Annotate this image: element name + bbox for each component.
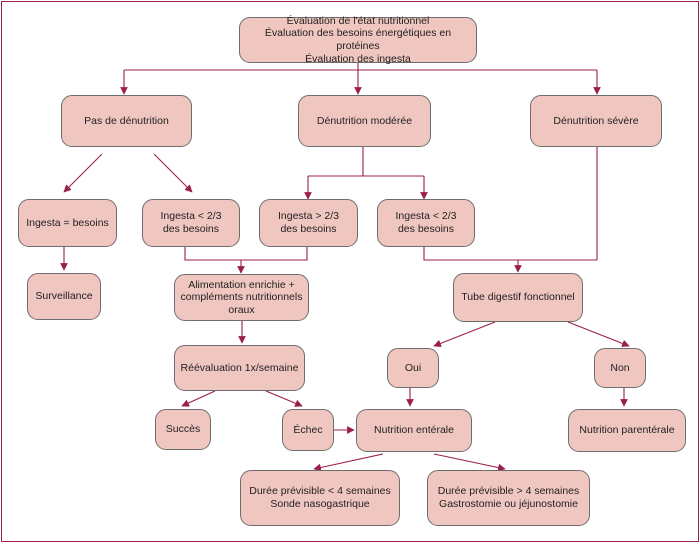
node-duree-inf-line-2: Sonde nasogastrique bbox=[270, 498, 370, 510]
node-pas-denutrition-label: Pas de dénutrition bbox=[84, 114, 169, 127]
node-echec: Échec bbox=[282, 409, 334, 451]
node-duree-sup: Durée prévisible > 4 semaines Gastrostom… bbox=[427, 470, 590, 526]
node-nutrition-enterale-label: Nutrition entérale bbox=[374, 424, 454, 437]
edge-to-duree-inf bbox=[313, 453, 384, 472]
node-alimentation-line-3: oraux bbox=[228, 303, 255, 316]
node-alimentation-line-1: Alimentation enrichie + bbox=[188, 278, 295, 291]
node-surveillance: Surveillance bbox=[27, 273, 101, 320]
node-ingesta-inf-1-line-2: des besoins bbox=[162, 223, 220, 235]
node-denutrition-moderee: Dénutrition modérée bbox=[298, 95, 431, 147]
edge-to-ingesta-inf-1 bbox=[153, 153, 193, 193]
node-evaluation-line-2: Évaluation des besoins énergétiques en p… bbox=[264, 27, 452, 52]
edge-to-oui bbox=[433, 321, 496, 348]
node-pas-denutrition: Pas de dénutrition bbox=[61, 95, 192, 147]
edge-to-succes bbox=[181, 390, 216, 407]
edge-to-duree-sup bbox=[433, 453, 506, 472]
node-evaluation-line-1: Évaluation de l'état nutritionnel bbox=[286, 14, 430, 27]
node-ingesta-inf-2-line-2: des besoins bbox=[397, 223, 455, 235]
node-denutrition-severe: Dénutrition sévère bbox=[530, 95, 662, 147]
node-denutrition-severe-label: Dénutrition sévère bbox=[553, 114, 639, 127]
node-ingesta-inf-1: Ingesta < 2/3 des besoins bbox=[142, 199, 240, 247]
node-ingesta-inf-2: Ingesta < 2/3 des besoins bbox=[377, 199, 475, 247]
node-ingesta-egal-besoins: Ingesta = besoins bbox=[18, 199, 117, 247]
node-nutrition-parenterale-label: Nutrition parentérale bbox=[579, 424, 675, 437]
node-succes-label: Succès bbox=[165, 423, 201, 436]
node-evaluation-line-3: Évaluation des ingesta bbox=[305, 52, 411, 65]
edge-severe-merge bbox=[423, 246, 597, 261]
edge-to-echec bbox=[265, 390, 303, 407]
node-nutrition-parenterale: Nutrition parentérale bbox=[568, 409, 686, 452]
node-ingesta-sup-line-2: des besoins bbox=[280, 223, 337, 235]
node-ingesta-sup-line-1: Ingesta > 2/3 bbox=[277, 210, 339, 223]
edge-merge-alimentation bbox=[184, 246, 308, 261]
node-oui-label: Oui bbox=[404, 361, 422, 374]
node-duree-inf-line-1: Durée prévisible < 4 semaines bbox=[249, 485, 391, 498]
node-nutrition-enterale: Nutrition entérale bbox=[356, 409, 472, 452]
node-evaluation: Évaluation de l'état nutritionnel Évalua… bbox=[239, 14, 477, 65]
edge-to-non bbox=[567, 321, 630, 348]
node-succes: Succès bbox=[155, 409, 211, 450]
node-echec-label: Échec bbox=[293, 423, 323, 436]
node-alimentation-line-2: compléments nutritionnels bbox=[180, 291, 303, 304]
node-duree-inf: Durée prévisible < 4 semaines Sonde naso… bbox=[240, 470, 400, 526]
node-ingesta-inf-1-line-1: Ingesta < 2/3 bbox=[160, 210, 222, 223]
node-non-label: Non bbox=[610, 361, 630, 374]
node-tube-digestif: Tube digestif fonctionnel bbox=[453, 273, 583, 322]
node-denutrition-moderee-label: Dénutrition modérée bbox=[316, 114, 413, 127]
node-ingesta-sup: Ingesta > 2/3 des besoins bbox=[259, 199, 358, 247]
node-non: Non bbox=[594, 348, 646, 388]
node-alimentation-enrichie: Alimentation enrichie + compléments nutr… bbox=[174, 274, 309, 321]
node-ingesta-egal-besoins-label: Ingesta = besoins bbox=[26, 216, 109, 229]
node-reevaluation-label: Réévaluation 1x/semaine bbox=[180, 361, 299, 374]
node-ingesta-inf-2-line-1: Ingesta < 2/3 bbox=[395, 210, 457, 223]
node-reevaluation: Réévaluation 1x/semaine bbox=[174, 345, 305, 391]
node-duree-sup-line-1: Durée prévisible > 4 semaines bbox=[437, 485, 580, 498]
node-oui: Oui bbox=[387, 348, 439, 388]
edge-to-ingesta-egal bbox=[63, 153, 103, 193]
node-duree-sup-line-2: Gastrostomie ou jéjunostomie bbox=[439, 498, 578, 510]
node-tube-digestif-label: Tube digestif fonctionnel bbox=[461, 291, 575, 304]
node-surveillance-label: Surveillance bbox=[35, 290, 93, 303]
